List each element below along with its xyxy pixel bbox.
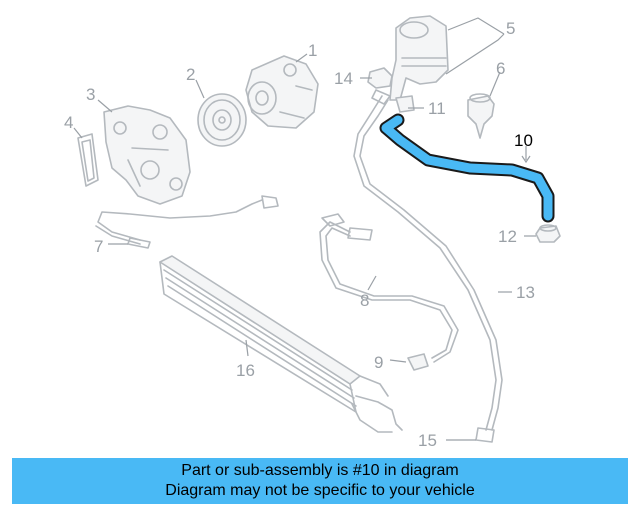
callout-1: 1: [308, 41, 317, 60]
callout-15: 15: [418, 431, 437, 450]
gasket-part-4: [77, 133, 99, 187]
cap-part-6: [467, 93, 495, 139]
hose-part-8: [319, 213, 459, 363]
callout-2: 2: [186, 65, 195, 84]
callout-9: 9: [374, 353, 383, 372]
reservoir-part-5: [389, 15, 449, 101]
pump-part-1: [245, 55, 319, 129]
callout-13: 13: [516, 283, 535, 302]
callout-6: 6: [496, 59, 505, 78]
bracket-part-3: [103, 105, 191, 205]
callout-5: 5: [506, 19, 515, 38]
clamp-part-12: [535, 224, 561, 243]
callout-11: 11: [428, 99, 446, 118]
clamp-part-9: [407, 353, 429, 371]
clamp-part-11: [395, 95, 415, 113]
banner-line-disclaimer: Diagram may not be specific to your vehi…: [165, 482, 475, 499]
callout-16: 16: [236, 361, 255, 380]
callout-12: 12: [498, 227, 517, 246]
pulley-part-2: [197, 93, 247, 147]
callout-leaders: [73, 17, 536, 441]
return-line-part-13: [353, 89, 503, 443]
info-banner: Part or sub-assembly is #10 in diagram D…: [12, 458, 628, 504]
cap-part-14: [367, 67, 393, 89]
callout-4: 4: [64, 113, 73, 132]
cooler-part-16: [159, 255, 403, 433]
hose-part-10-highlighted: [379, 113, 555, 223]
callout-3: 3: [86, 85, 95, 104]
callout-7: 7: [94, 237, 103, 256]
callout-10-highlighted: 10: [514, 131, 533, 150]
banner-line-part-number: Part or sub-assembly is #10 in diagram: [181, 462, 459, 479]
hose-part-7: [95, 195, 279, 249]
callout-14: 14: [334, 69, 353, 88]
callout-8: 8: [360, 291, 369, 310]
parts-diagram: 1 2 3 4 5 6 7 8 9 10 11 12 13 14 15 16: [64, 15, 561, 450]
